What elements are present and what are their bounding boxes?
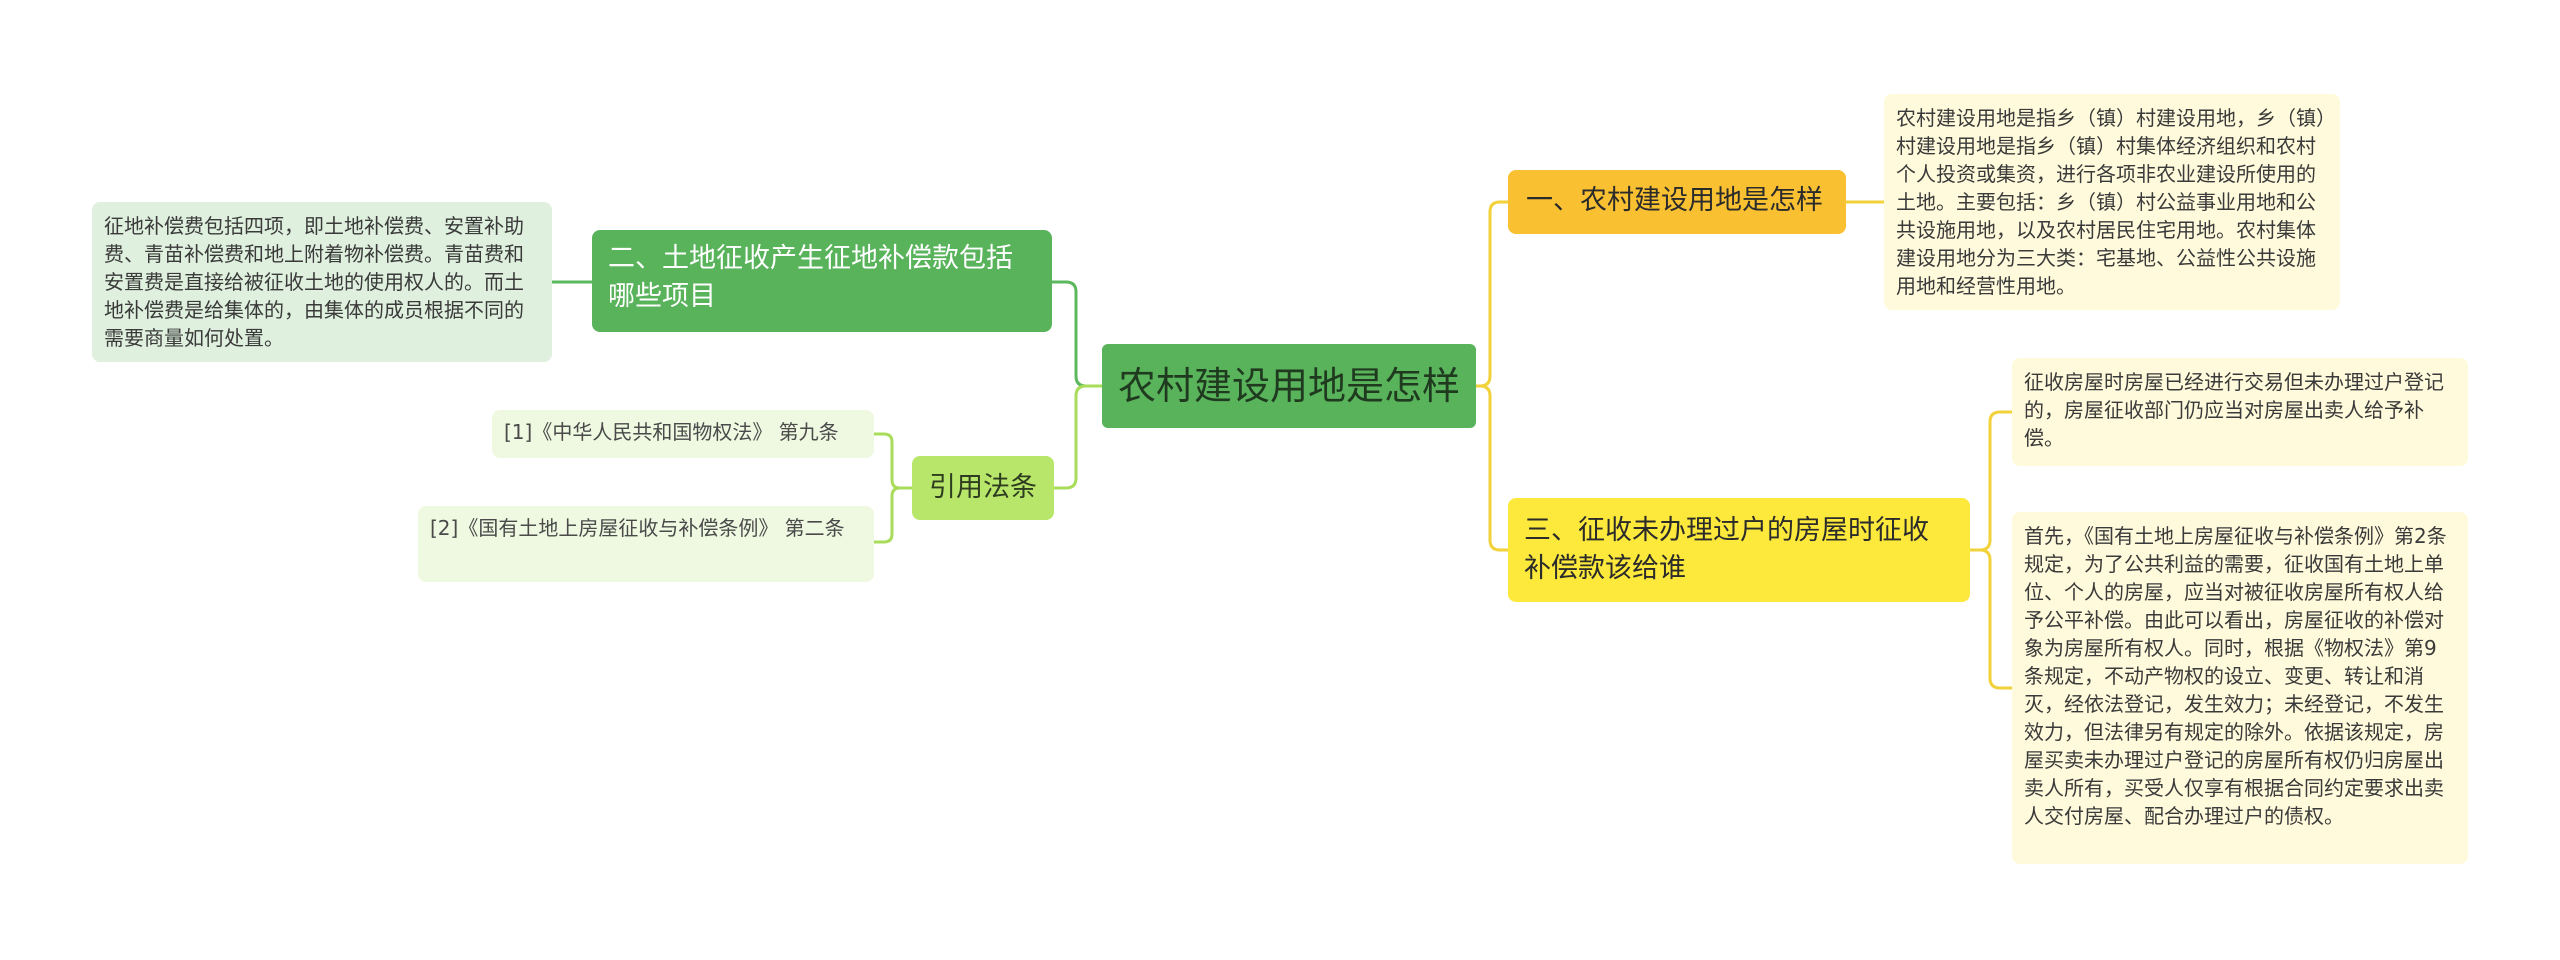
branch-rural-land-definition[interactable]: 一、农村建设用地是怎样: [1508, 170, 1846, 234]
root-topic-label: 农村建设用地是怎样: [1117, 364, 1460, 408]
note-rural-land-definition-text: 农村建设用地是指乡（镇）村建设用地，乡（镇）村建设用地是指乡（镇）村集体经济组织…: [1896, 106, 2326, 298]
root-topic[interactable]: 农村建设用地是怎样: [1102, 344, 1476, 428]
link-root-branch2: [1052, 280, 1102, 388]
link-root-branch3: [1476, 384, 1508, 552]
note-compensation-items[interactable]: 征地补偿费包括四项，即土地补偿费、安置补助费、青苗补偿费和地上附着物补偿费。青苗…: [92, 202, 552, 362]
link-root-branch1: [1476, 200, 1508, 388]
link-branch3-note1: [1970, 410, 2012, 552]
branch-unregistered-house[interactable]: 三、征收未办理过户的房屋时征收补偿款该给谁: [1508, 498, 1970, 602]
branch-compensation-items[interactable]: 二、土地征收产生征地补偿款包括哪些项目: [592, 230, 1052, 332]
note-unregistered-house-1-text: 征收房屋时房屋已经进行交易但未办理过户登记的，房屋征收部门仍应当对房屋出卖人给予…: [2024, 370, 2444, 450]
ref-item-2[interactable]: [2]《国有土地上房屋征收与补偿条例》 第二条: [418, 506, 874, 582]
note-rural-land-definition[interactable]: 农村建设用地是指乡（镇）村建设用地，乡（镇）村建设用地是指乡（镇）村集体经济组织…: [1884, 94, 2340, 310]
branch-unregistered-house-label: 三、征收未办理过户的房屋时征收补偿款该给谁: [1524, 515, 1929, 584]
link-refs-item2: [874, 486, 912, 544]
link-branch3-note2: [1970, 548, 2012, 690]
ref-item-2-text: [2]《国有土地上房屋征收与补偿条例》 第二条: [430, 516, 845, 540]
ref-item-1-text: [1]《中华人民共和国物权法》 第九条: [504, 420, 839, 444]
note-unregistered-house-2[interactable]: 首先，《国有土地上房屋征收与补偿条例》第2条规定，为了公共利益的需要，征收国有土…: [2012, 512, 2468, 864]
note-unregistered-house-2-text: 首先，《国有土地上房屋征收与补偿条例》第2条规定，为了公共利益的需要，征收国有土…: [2024, 524, 2447, 828]
branch-cited-laws[interactable]: 引用法条: [912, 456, 1054, 520]
note-unregistered-house-1[interactable]: 征收房屋时房屋已经进行交易但未办理过户登记的，房屋征收部门仍应当对房屋出卖人给予…: [2012, 358, 2468, 466]
branch-compensation-items-label: 二、土地征收产生征地补偿款包括哪些项目: [608, 243, 1013, 312]
branch-cited-laws-label: 引用法条: [929, 472, 1037, 503]
note-compensation-items-text: 征地补偿费包括四项，即土地补偿费、安置补助费、青苗补偿费和地上附着物补偿费。青苗…: [104, 214, 524, 350]
branch-rural-land-definition-label: 一、农村建设用地是怎样: [1526, 185, 1823, 216]
link-root-refs: [1054, 384, 1102, 490]
ref-item-1[interactable]: [1]《中华人民共和国物权法》 第九条: [492, 410, 874, 458]
link-refs-item1: [874, 432, 912, 490]
